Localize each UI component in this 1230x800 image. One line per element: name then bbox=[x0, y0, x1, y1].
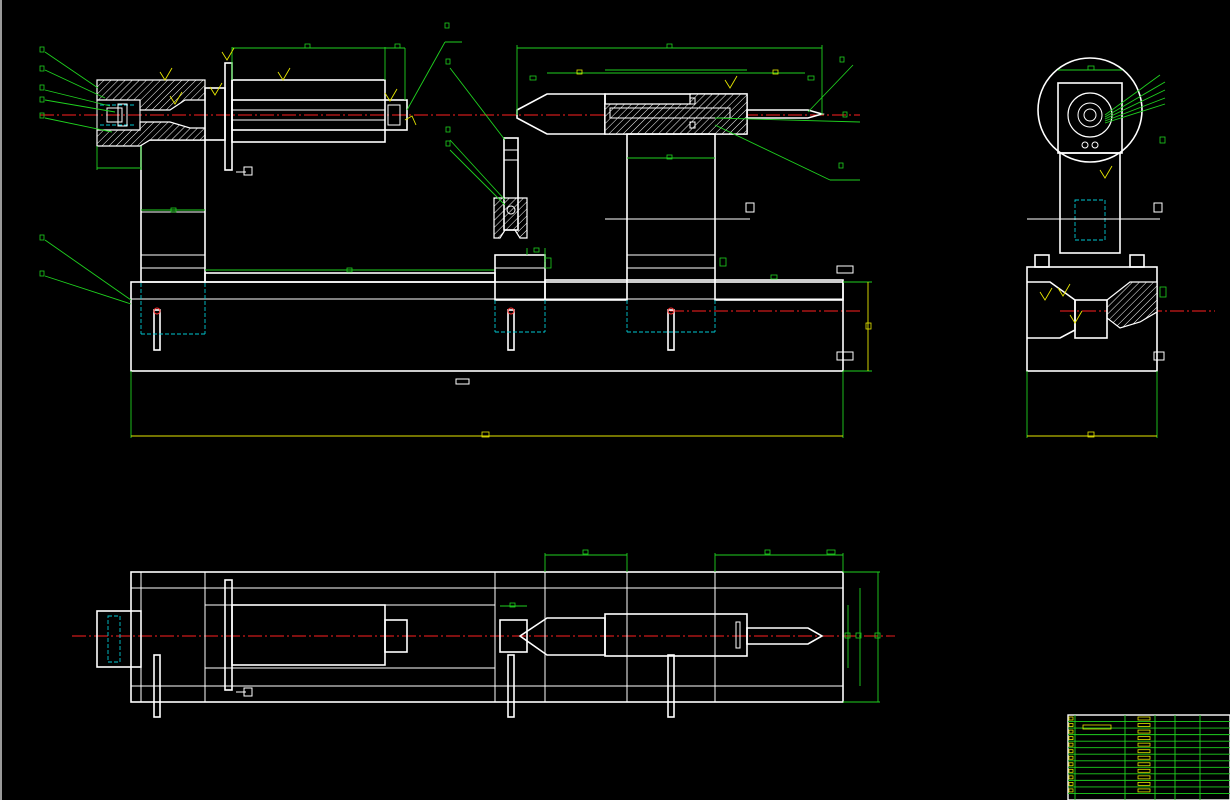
title-block-cell-mark bbox=[1137, 762, 1151, 767]
chuck-assembly bbox=[96, 79, 206, 170]
tailstock bbox=[516, 43, 861, 333]
title-block-cell-mark bbox=[1137, 788, 1151, 793]
title-block-cell-mark bbox=[1068, 729, 1074, 734]
title-block-cell-mark bbox=[1137, 768, 1151, 773]
title-block-cell-mark bbox=[1137, 729, 1151, 734]
title-block-cell-mark bbox=[1137, 775, 1151, 780]
middle-support bbox=[493, 137, 552, 333]
title-block-cell-mark bbox=[1137, 736, 1151, 741]
spindle bbox=[204, 43, 408, 176]
chuck-circle bbox=[1037, 57, 1143, 163]
title-block-cell-mark bbox=[1068, 736, 1074, 741]
title-block-cell-mark bbox=[1137, 755, 1151, 760]
title-block-cell-mark bbox=[1068, 788, 1074, 793]
title-block-cell-mark bbox=[1068, 723, 1074, 727]
title-block-cell-mark bbox=[1068, 716, 1074, 721]
title-block-cell-mark bbox=[1068, 755, 1074, 760]
viewport-border bbox=[0, 0, 2, 800]
title-block-cell-mark bbox=[1137, 749, 1151, 754]
title-block-cell-mark bbox=[1137, 781, 1151, 786]
title-block-cell-mark bbox=[1137, 716, 1151, 721]
surface-finish-symbols bbox=[159, 47, 738, 126]
title-block-cell-mark bbox=[1068, 781, 1074, 786]
side-view bbox=[1026, 57, 1215, 438]
part-balloons-left bbox=[39, 22, 506, 305]
title-block-cell-mark bbox=[1068, 749, 1074, 754]
top-view bbox=[72, 549, 895, 718]
locating-pins bbox=[153, 307, 675, 351]
front-view bbox=[39, 22, 872, 438]
title-block bbox=[1067, 714, 1230, 800]
title-block-cell-mark bbox=[1068, 768, 1074, 773]
title-block-cell-mark bbox=[1068, 762, 1074, 767]
title-block-cell-mark bbox=[1068, 775, 1074, 780]
base-block bbox=[130, 281, 844, 372]
title-block-cell-mark bbox=[1137, 742, 1151, 747]
headstock-column bbox=[140, 139, 206, 283]
title-block-cell-mark bbox=[1137, 723, 1151, 727]
title-block-cell-mark bbox=[1068, 742, 1074, 747]
